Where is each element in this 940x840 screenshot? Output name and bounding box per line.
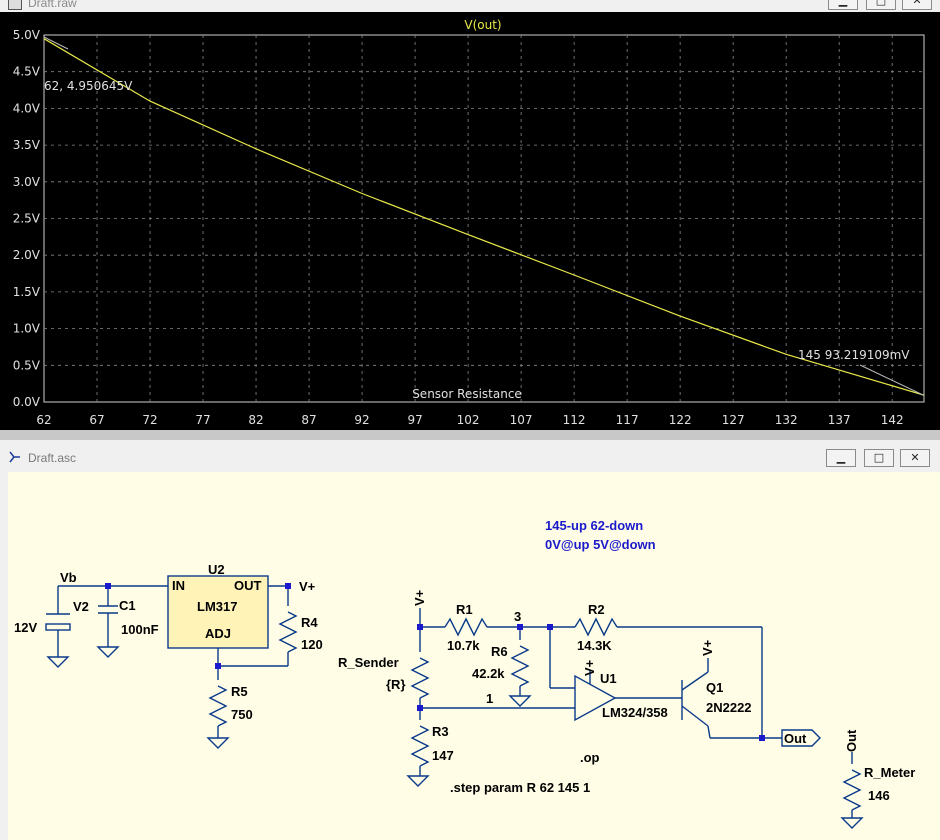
r1-value: 10.7k xyxy=(447,638,480,653)
y-tick-label: 3.5V xyxy=(13,138,41,152)
r6-label: R6 xyxy=(491,644,508,659)
close-button[interactable]: ✕ xyxy=(902,0,932,10)
x-tick-label: 102 xyxy=(457,413,480,427)
r2-label: R2 xyxy=(588,602,605,617)
y-tick-label: 5.0V xyxy=(13,28,41,42)
comment-note-2[interactable]: 0V@up 5V@down xyxy=(545,537,656,552)
y-tick-label: 1.0V xyxy=(13,322,41,336)
x-tick-label: 87 xyxy=(301,413,316,427)
x-tick-label: 112 xyxy=(563,413,586,427)
x-tick-label: 117 xyxy=(616,413,639,427)
net-label-vb: Vb xyxy=(60,570,77,585)
schematic-canvas[interactable]: Vb V2 12V C1 100nF U2 IN OUT LM317 ADJ V… xyxy=(8,472,940,840)
r6-value: 42.2k xyxy=(472,666,505,681)
schematic-drawing[interactable]: Vb V2 12V C1 100nF U2 IN OUT LM317 ADJ V… xyxy=(8,472,940,840)
r3-value: 147 xyxy=(432,748,454,763)
y-tick-label: 2.0V xyxy=(13,248,41,262)
waveform-chart[interactable]: 0.0V 0.5V 1.0V 1.5V 2.0V 2.5V 3.0V 3.5V 4.0V 4.5V… xyxy=(0,0,940,430)
op-directive[interactable]: .op xyxy=(580,750,600,765)
step-directive[interactable]: .step param R 62 145 1 xyxy=(450,780,590,795)
cursor-start-arrow xyxy=(43,36,69,50)
sch-minimize-button[interactable]: ▁ xyxy=(826,449,856,467)
x-axis-label: Sensor Resistance xyxy=(412,387,522,401)
c1-label: C1 xyxy=(119,598,136,613)
trace-label[interactable]: V(out) xyxy=(464,18,501,32)
y-tick-label: 0.0V xyxy=(13,395,41,409)
plot-window-icon xyxy=(8,0,22,10)
x-tick-label: 62 xyxy=(36,413,51,427)
junction-dots xyxy=(105,583,765,741)
r4-label: R4 xyxy=(301,615,318,630)
x-tick-label: 137 xyxy=(828,413,851,427)
trace-line xyxy=(43,38,925,396)
x-tick-label: 72 xyxy=(142,413,157,427)
ground-symbols xyxy=(46,646,864,829)
plot-frame xyxy=(43,34,925,403)
q1-vplus-label: V+ xyxy=(700,639,715,656)
r-sender-label: R_Sender xyxy=(338,655,399,670)
u2-out-pin: OUT xyxy=(234,578,262,593)
sch-close-button[interactable]: ✕ xyxy=(900,449,930,467)
node-3-label: 3 xyxy=(514,609,521,624)
cursor-start-readout: 62, 4.950645V xyxy=(44,79,133,93)
r5-label: R5 xyxy=(231,684,248,699)
x-tick-label: 77 xyxy=(195,413,210,427)
x-tick-label: 142 xyxy=(881,413,904,427)
r-meter-label: R_Meter xyxy=(864,765,915,780)
cursor-end-arrow xyxy=(859,364,924,396)
x-tick-label: 107 xyxy=(510,413,533,427)
node-1-label: 1 xyxy=(486,691,493,706)
plot-titlebar-strip: Draft.raw ▁ □ ✕ xyxy=(0,0,940,12)
window-gap xyxy=(0,430,940,440)
x-tick-label: 67 xyxy=(89,413,104,427)
q1-label: Q1 xyxy=(706,680,723,695)
r-meter-value: 146 xyxy=(868,788,890,803)
u2-part: LM317 xyxy=(197,599,237,614)
plot-window-title: Draft.raw xyxy=(28,0,77,10)
q1-part: 2N2222 xyxy=(706,700,752,715)
sch-maximize-button[interactable]: □ xyxy=(864,449,894,467)
v2-label: V2 xyxy=(73,599,89,614)
u1-vplus-label: V+ xyxy=(582,659,597,676)
u2-in-pin: IN xyxy=(172,578,185,593)
r5-value: 750 xyxy=(231,707,253,722)
u2-adj-pin: ADJ xyxy=(205,626,231,641)
out-flag-label: Out xyxy=(784,731,807,746)
r1-label: R1 xyxy=(456,602,473,617)
c1-value: 100nF xyxy=(121,622,159,637)
comment-note-1[interactable]: 145-up 62-down xyxy=(545,518,643,533)
x-tick-label: 97 xyxy=(407,413,422,427)
u2-label: U2 xyxy=(208,562,225,577)
x-tick-label: 127 xyxy=(722,413,745,427)
r3-label: R3 xyxy=(432,724,449,739)
cursor-end-readout: 145 93.219109mV xyxy=(798,348,910,362)
y-tick-label: 1.5V xyxy=(13,285,41,299)
minimize-button[interactable]: ▁ xyxy=(828,0,858,10)
r-sender-value: {R} xyxy=(386,677,406,692)
sender-vplus-label: V+ xyxy=(412,589,427,606)
schematic-app-icon xyxy=(9,451,20,463)
x-tick-label: 92 xyxy=(354,413,369,427)
x-tick-label: 122 xyxy=(669,413,692,427)
plot-window: Draft.raw ▁ □ ✕ 0.0V 0.5V 1.0V 1.5V 2.0V 2.5V… xyxy=(0,0,940,430)
y-tick-label: 2.5V xyxy=(13,212,41,226)
v2-value: 12V xyxy=(14,620,37,635)
meter-out-label: Out xyxy=(844,729,859,752)
y-tick-label: 0.5V xyxy=(13,358,41,372)
r2-value: 14.3K xyxy=(577,638,612,653)
u1-label: U1 xyxy=(600,671,617,686)
u1-part: LM324/358 xyxy=(602,705,668,720)
y-tick-label: 4.0V xyxy=(13,101,41,115)
r4-value: 120 xyxy=(301,637,323,652)
x-tick-label: 82 xyxy=(248,413,263,427)
y-tick-label: 4.5V xyxy=(13,65,41,79)
y-tick-label: 3.0V xyxy=(13,175,41,189)
schematic-window-title: Draft.asc xyxy=(28,451,77,465)
maximize-button[interactable]: □ xyxy=(866,0,896,10)
x-tick-label: 132 xyxy=(775,413,798,427)
net-label-vplus: V+ xyxy=(299,579,316,594)
